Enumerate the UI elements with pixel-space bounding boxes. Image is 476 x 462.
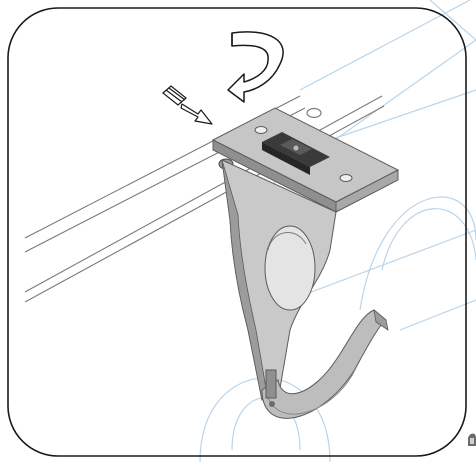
frame-border: [7, 7, 467, 457]
latch-clip: [262, 132, 330, 175]
corner-badge-icon: [468, 433, 476, 446]
hook-curve: [261, 309, 389, 419]
insert-arrow-icon: [180, 103, 213, 125]
rotate-arrow-icon: [227, 31, 284, 103]
screw-icon: [162, 85, 187, 106]
ceiling-hole: [306, 107, 322, 119]
